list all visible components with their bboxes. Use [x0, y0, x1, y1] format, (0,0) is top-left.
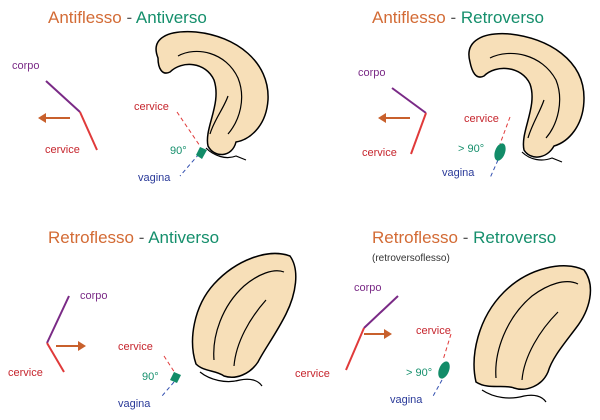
- vagina-label: vagina: [138, 172, 171, 184]
- panel-retroflesso-antiverso: Retroflesso - Antiverso corpo cervice ce…: [0, 210, 300, 420]
- cervice-axis-label: cervice: [295, 368, 330, 380]
- body-axis-line: [391, 87, 427, 114]
- angle-marker: [438, 361, 450, 379]
- cervice-axis-label: cervice: [362, 147, 397, 159]
- cervix-axis-dashed: [176, 111, 201, 147]
- vagina-label: vagina: [390, 394, 423, 406]
- panel-title: Retroflesso - Retroverso: [372, 228, 556, 248]
- uterine-cavity: [489, 52, 561, 139]
- vagina-axis-dashed: [179, 153, 200, 177]
- cervix-axis-line: [79, 111, 98, 151]
- panel-title: Retroflesso - Antiverso: [48, 228, 219, 248]
- cervical-canal: [233, 299, 267, 367]
- title-separator: -: [462, 228, 469, 247]
- cervix-axis-line: [410, 112, 427, 155]
- panel-antiflesso-antiverso: Antiflesso - Antiverso corpo cervice cer…: [0, 0, 300, 210]
- flexion-label: Antiflesso: [48, 8, 122, 27]
- corpo-label: corpo: [80, 290, 108, 302]
- cervical-canal: [209, 95, 229, 135]
- uterus-drawing: [155, 30, 269, 161]
- panel-subtitle: (retroversoflesso): [372, 253, 450, 264]
- cervix-axis-line: [46, 342, 65, 373]
- flexion-label: Retroflesso: [48, 228, 134, 247]
- vagina-label: vagina: [118, 398, 151, 410]
- uterus-outline: [155, 30, 269, 156]
- body-axis-line: [45, 80, 81, 113]
- angle-label: > 90°: [458, 143, 485, 155]
- corpo-label: corpo: [12, 60, 40, 72]
- direction-arrowhead: [384, 329, 392, 339]
- angle-marker: [494, 143, 506, 161]
- flexion-label: Antiflesso: [372, 8, 446, 27]
- cervice-uterus-label: cervice: [464, 113, 499, 125]
- version-label: Antiverso: [135, 8, 207, 27]
- vaginal-wall: [481, 389, 547, 403]
- angle-marker: [170, 372, 181, 383]
- angle-marker: [196, 147, 207, 159]
- panel-title: Antiflesso - Retroverso: [372, 8, 544, 28]
- vaginal-wall: [199, 371, 263, 387]
- panel-retroflesso-retroverso: Retroflesso - Retroverso (retroversofles…: [295, 210, 600, 420]
- uterine-cavity: [213, 270, 285, 361]
- uterus-drawing: [468, 32, 585, 163]
- direction-arrowhead: [78, 341, 86, 351]
- direction-arrowhead: [378, 113, 386, 123]
- diagram-canvas: [345, 265, 592, 403]
- uterus-drawing: [473, 265, 592, 403]
- version-label: Antiverso: [148, 228, 220, 247]
- uterine-cavity: [177, 50, 243, 135]
- vaginal-wall: [205, 147, 247, 161]
- cervix-axis-line: [345, 327, 365, 371]
- vagina-axis-dashed: [489, 159, 499, 179]
- cervice-axis-label: cervice: [45, 144, 80, 156]
- flexion-label: Retroflesso: [372, 228, 458, 247]
- cervix-axis-dashed: [442, 333, 452, 361]
- panel-title: Antiflesso - Antiverso: [48, 8, 207, 28]
- cervix-axis-dashed: [499, 116, 511, 145]
- body-axis-line: [363, 295, 399, 329]
- body-axis-line: [46, 295, 70, 344]
- version-label: Retroverso: [473, 228, 557, 247]
- vaginal-wall: [521, 151, 563, 163]
- angle-label: 90°: [170, 145, 187, 157]
- version-label: Retroverso: [460, 8, 544, 27]
- vagina-axis-dashed: [161, 381, 175, 397]
- uterine-cavity: [495, 281, 579, 379]
- title-separator: -: [138, 228, 145, 247]
- cervical-canal: [527, 99, 545, 139]
- corpo-label: corpo: [354, 282, 382, 294]
- direction-arrowhead: [38, 113, 46, 123]
- cervix-axis-dashed: [163, 355, 176, 374]
- uterus-outline: [191, 252, 297, 378]
- uterus-outline: [468, 32, 585, 158]
- panel-antiflesso-retroverso: Antiflesso - Retroverso corpo cervice ce…: [300, 0, 600, 210]
- cervice-uterus-label: cervice: [416, 325, 451, 337]
- title-separator: -: [450, 8, 457, 27]
- title-separator: -: [126, 8, 133, 27]
- cervical-canal: [521, 311, 559, 381]
- uterus-outline: [473, 265, 592, 390]
- diagram-canvas: [38, 30, 269, 177]
- cervice-uterus-label: cervice: [118, 341, 153, 353]
- vagina-axis-dashed: [431, 379, 443, 399]
- corpo-label: corpo: [358, 67, 386, 79]
- angle-label: > 90°: [406, 367, 433, 379]
- angle-label: 90°: [142, 371, 159, 383]
- diagram-canvas: [378, 32, 585, 179]
- cervice-uterus-label: cervice: [134, 101, 169, 113]
- cervice-axis-label: cervice: [8, 367, 43, 379]
- vagina-label: vagina: [442, 167, 475, 179]
- diagram-canvas: [46, 252, 297, 397]
- uterus-drawing: [191, 252, 297, 387]
